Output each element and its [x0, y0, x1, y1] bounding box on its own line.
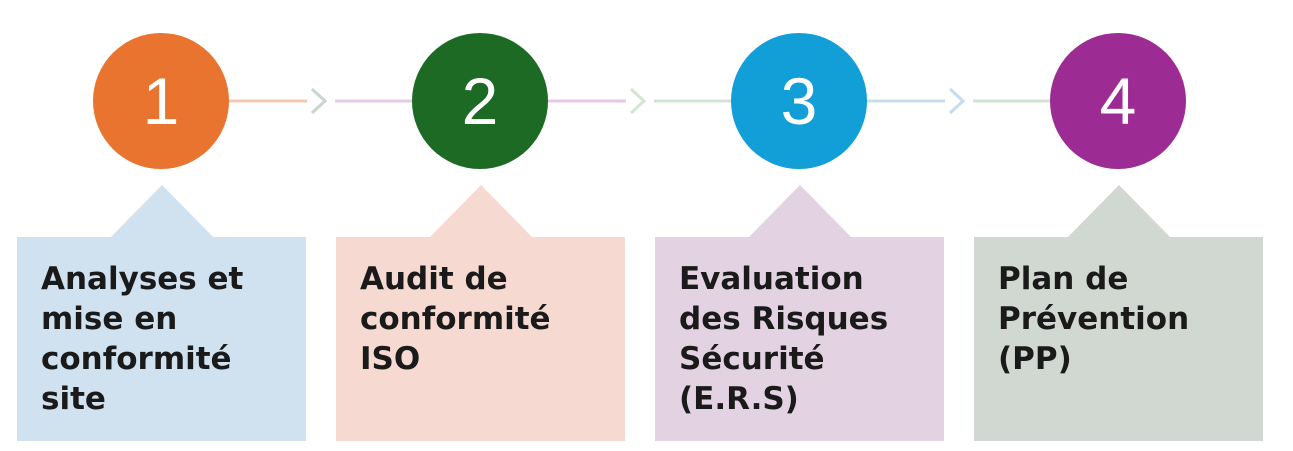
step-2-number-circle: 2	[412, 33, 548, 169]
step-4-label: Plan de Prévention (PP)	[998, 261, 1190, 377]
step-4-card-body: Plan de Prévention (PP)	[974, 237, 1263, 441]
step-1-card: Analyses et mise en conformité site	[17, 185, 306, 441]
step-3-card: Evaluation des Risques Sécurité (E.R.S)	[655, 185, 944, 441]
step-4-number-circle: 4	[1050, 33, 1186, 169]
step-1-number-circle: 1	[93, 33, 229, 169]
step-3-label: Evaluation des Risques Sécurité (E.R.S)	[679, 261, 889, 417]
step-1-card-pointer	[110, 185, 214, 238]
connector-arrow-3	[948, 87, 966, 115]
step-2-card-pointer	[429, 185, 533, 238]
step-2-card: Audit de conformité ISO	[336, 185, 625, 441]
step-4-card-pointer	[1067, 185, 1171, 238]
step-3-card-body: Evaluation des Risques Sécurité (E.R.S)	[655, 237, 944, 441]
connector-arrow-1	[310, 87, 328, 115]
connector-arrow-2	[629, 87, 647, 115]
step-4-card: Plan de Prévention (PP)	[974, 185, 1263, 441]
step-3-number-circle: 3	[731, 33, 867, 169]
step-2-label: Audit de conformité ISO	[360, 261, 551, 377]
step-2-card-body: Audit de conformité ISO	[336, 237, 625, 441]
step-1-label: Analyses et mise en conformité site	[41, 261, 244, 417]
step-1-card-body: Analyses et mise en conformité site	[17, 237, 306, 441]
step-3-card-pointer	[748, 185, 852, 238]
